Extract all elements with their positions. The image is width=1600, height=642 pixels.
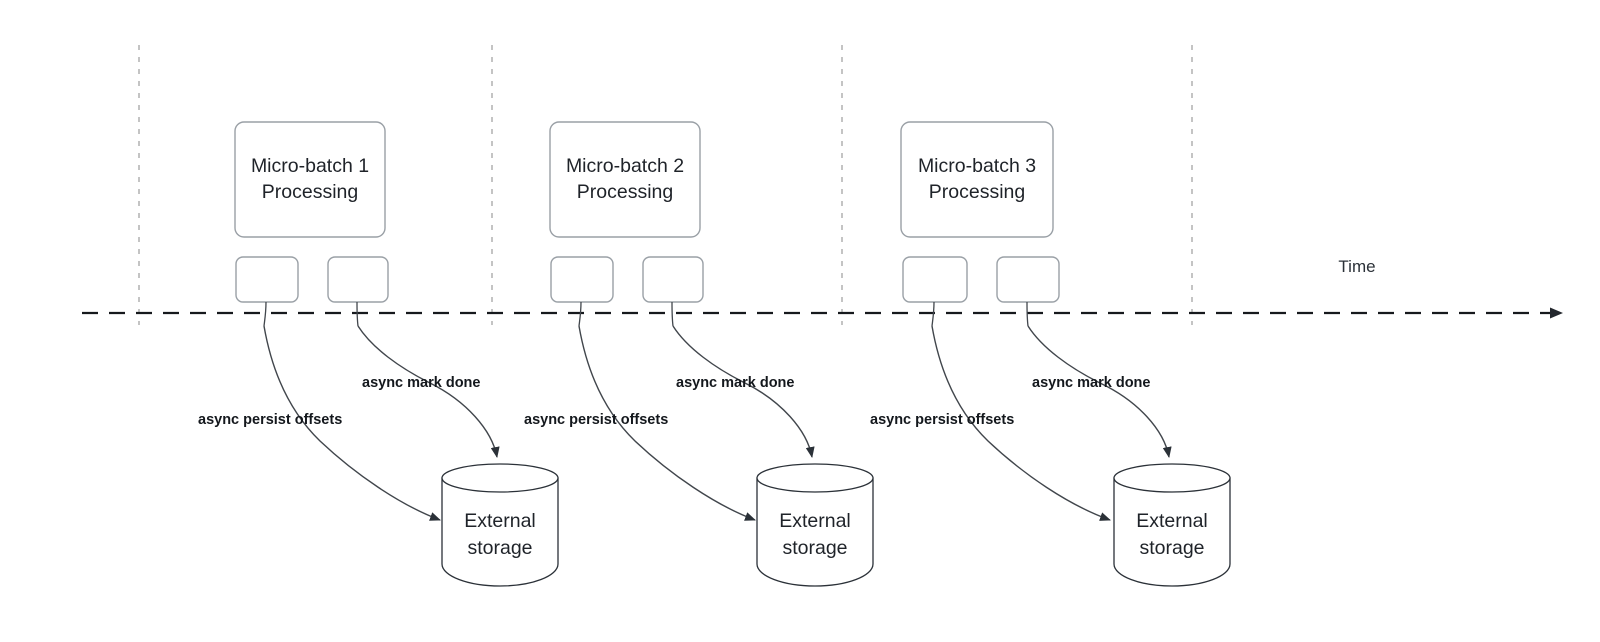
task-box-3-right[interactable] [996, 256, 1060, 303]
external-storage-3[interactable]: External storage [1113, 463, 1231, 587]
storage-2-body [756, 477, 874, 587]
edge-label-1-mark-done: async mark done [362, 375, 480, 391]
edge-label-2-persist-offsets: async persist offsets [524, 412, 668, 428]
stem-1-right [356, 301, 359, 327]
connector-2-persist-offsets [578, 325, 756, 521]
connector-1-mark-done [357, 325, 500, 458]
stem-3-right [1026, 301, 1029, 327]
time-axis-label: Time [1338, 257, 1375, 276]
stem-1-left [263, 301, 267, 327]
storage-1-line2: storage [467, 537, 532, 559]
connector-3-mark-done [1027, 325, 1172, 458]
time-axis: Time [82, 257, 1563, 319]
storage-3-line1: External [1136, 510, 1208, 532]
process-box-1-line2: Processing [262, 181, 358, 203]
edge-label-1-persist-offsets: async persist offsets [198, 412, 342, 428]
storage-2-line1: External [779, 510, 851, 532]
micro-batch-group-3: Micro-batch 3 Processing async persist o… [870, 121, 1231, 587]
storage-2-line2: storage [782, 537, 847, 559]
task-box-1-right[interactable] [327, 256, 389, 303]
external-storage-2[interactable]: External storage [756, 463, 874, 587]
storage-3-line2: storage [1139, 537, 1204, 559]
process-box-2-line2: Processing [577, 181, 673, 203]
process-box-3[interactable] [900, 121, 1054, 238]
micro-batch-group-2: Micro-batch 2 Processing async persist o… [524, 121, 874, 587]
task-box-2-right[interactable] [642, 256, 704, 303]
process-box-2[interactable] [549, 121, 701, 238]
connector-2-mark-done [672, 325, 815, 458]
external-storage-1[interactable]: External storage [441, 463, 559, 587]
stem-2-right [671, 301, 674, 327]
task-box-1-left[interactable] [235, 256, 299, 303]
connector-3-persist-offsets [931, 325, 1111, 521]
edge-label-3-persist-offsets: async persist offsets [870, 412, 1014, 428]
edge-label-3-mark-done: async mark done [1032, 375, 1150, 391]
process-box-1[interactable] [234, 121, 386, 238]
connector-1-persist-offsets [263, 325, 441, 521]
process-box-3-line1: Micro-batch 3 [918, 155, 1036, 177]
micro-batch-group-1: Micro-batch 1 Processing async persist o… [198, 121, 559, 587]
process-box-2-line1: Micro-batch 2 [566, 155, 684, 177]
task-box-3-left[interactable] [902, 256, 968, 303]
process-box-3-line2: Processing [929, 181, 1025, 203]
storage-3-body [1113, 477, 1231, 587]
storage-2-top [756, 463, 874, 493]
task-box-2-left[interactable] [550, 256, 614, 303]
storage-1-body [441, 477, 559, 587]
storage-3-top [1113, 463, 1231, 493]
process-box-1-line1: Micro-batch 1 [251, 155, 369, 177]
storage-1-line1: External [464, 510, 536, 532]
stem-3-left [931, 301, 935, 327]
stem-2-left [578, 301, 582, 327]
edge-label-2-mark-done: async mark done [676, 375, 794, 391]
storage-1-top [441, 463, 559, 493]
